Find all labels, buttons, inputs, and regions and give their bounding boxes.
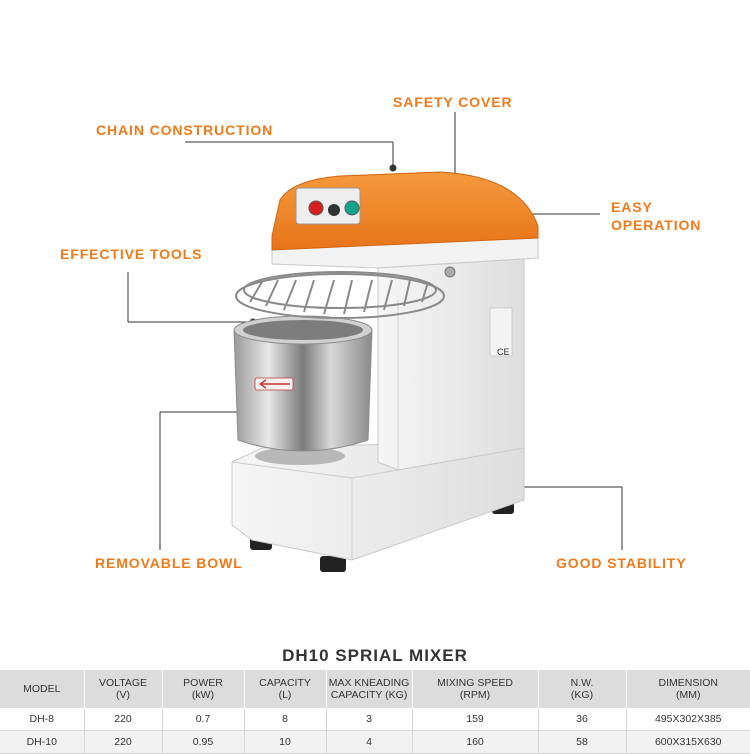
- callout-chain-construction: CHAIN CONSTRUCTION: [96, 122, 274, 138]
- table-row: DH-10 220 0.95 10 4 160 58 600X315X630: [0, 730, 750, 754]
- bowl: [233, 329, 373, 452]
- cell-mixing-speed: 160: [412, 730, 539, 754]
- table-title: DH10 SPRIAL MIXER: [282, 646, 468, 665]
- cell-net-weight: 58: [538, 730, 627, 754]
- callout-good-stability: GOOD STABILITY: [556, 555, 687, 571]
- stop-button: [308, 200, 324, 216]
- callout-removable-bowl: REMOVABLE BOWL: [95, 555, 243, 571]
- cell-dimension: 495X302X385: [626, 708, 750, 731]
- cell-dimension: 600X315X630: [626, 730, 750, 754]
- timer-knob: [328, 204, 340, 216]
- cell-capacity: 10: [244, 730, 327, 754]
- header-capacity: CAPACITY(L): [244, 670, 327, 708]
- cell-capacity: 8: [244, 708, 327, 731]
- cell-mixing-speed: 159: [412, 708, 539, 731]
- ce-mark: CE: [497, 347, 510, 357]
- start-button: [344, 200, 360, 216]
- cell-voltage: 220: [84, 730, 163, 754]
- cell-net-weight: 36: [538, 708, 627, 731]
- callout-easy-operation-line1: EASY: [611, 199, 653, 215]
- header-model: MODEL: [0, 670, 85, 708]
- foot: [320, 556, 346, 572]
- label-plate: [489, 307, 513, 357]
- callout-easy-operation-line2: OPERATION: [611, 217, 702, 233]
- table-row: DH-8 220 0.7 8 3 159 36 495X302X385: [0, 708, 750, 731]
- column: [377, 249, 525, 471]
- cell-power: 0.7: [162, 708, 245, 731]
- cell-voltage: 220: [84, 708, 163, 731]
- callout-safety-cover: SAFETY COVER: [393, 94, 513, 110]
- header-voltage: VOLTAGE(V): [84, 670, 163, 708]
- safety-cover-cage: [235, 271, 445, 319]
- cell-model: DH-8: [0, 708, 85, 731]
- callout-effective-tools: EFFECTIVE TOOLS: [60, 246, 203, 262]
- cell-model: DH-10: [0, 730, 85, 754]
- control-panel: [295, 187, 361, 225]
- header-power: POWER(kW): [162, 670, 245, 708]
- spec-table: MODEL VOLTAGE(V) POWER(kW) CAPACITY(L) M…: [0, 670, 750, 754]
- header-net-weight: N.W.(KG): [538, 670, 627, 708]
- cell-max-kneading: 3: [326, 708, 413, 731]
- table-header-row: MODEL VOLTAGE(V) POWER(kW) CAPACITY(L) M…: [0, 670, 750, 708]
- cell-power: 0.95: [162, 730, 245, 754]
- header-dimension: DIMENSION(MM): [626, 670, 750, 708]
- header-mixing-speed: MIXING SPEED(RPM): [412, 670, 539, 708]
- cell-max-kneading: 4: [326, 730, 413, 754]
